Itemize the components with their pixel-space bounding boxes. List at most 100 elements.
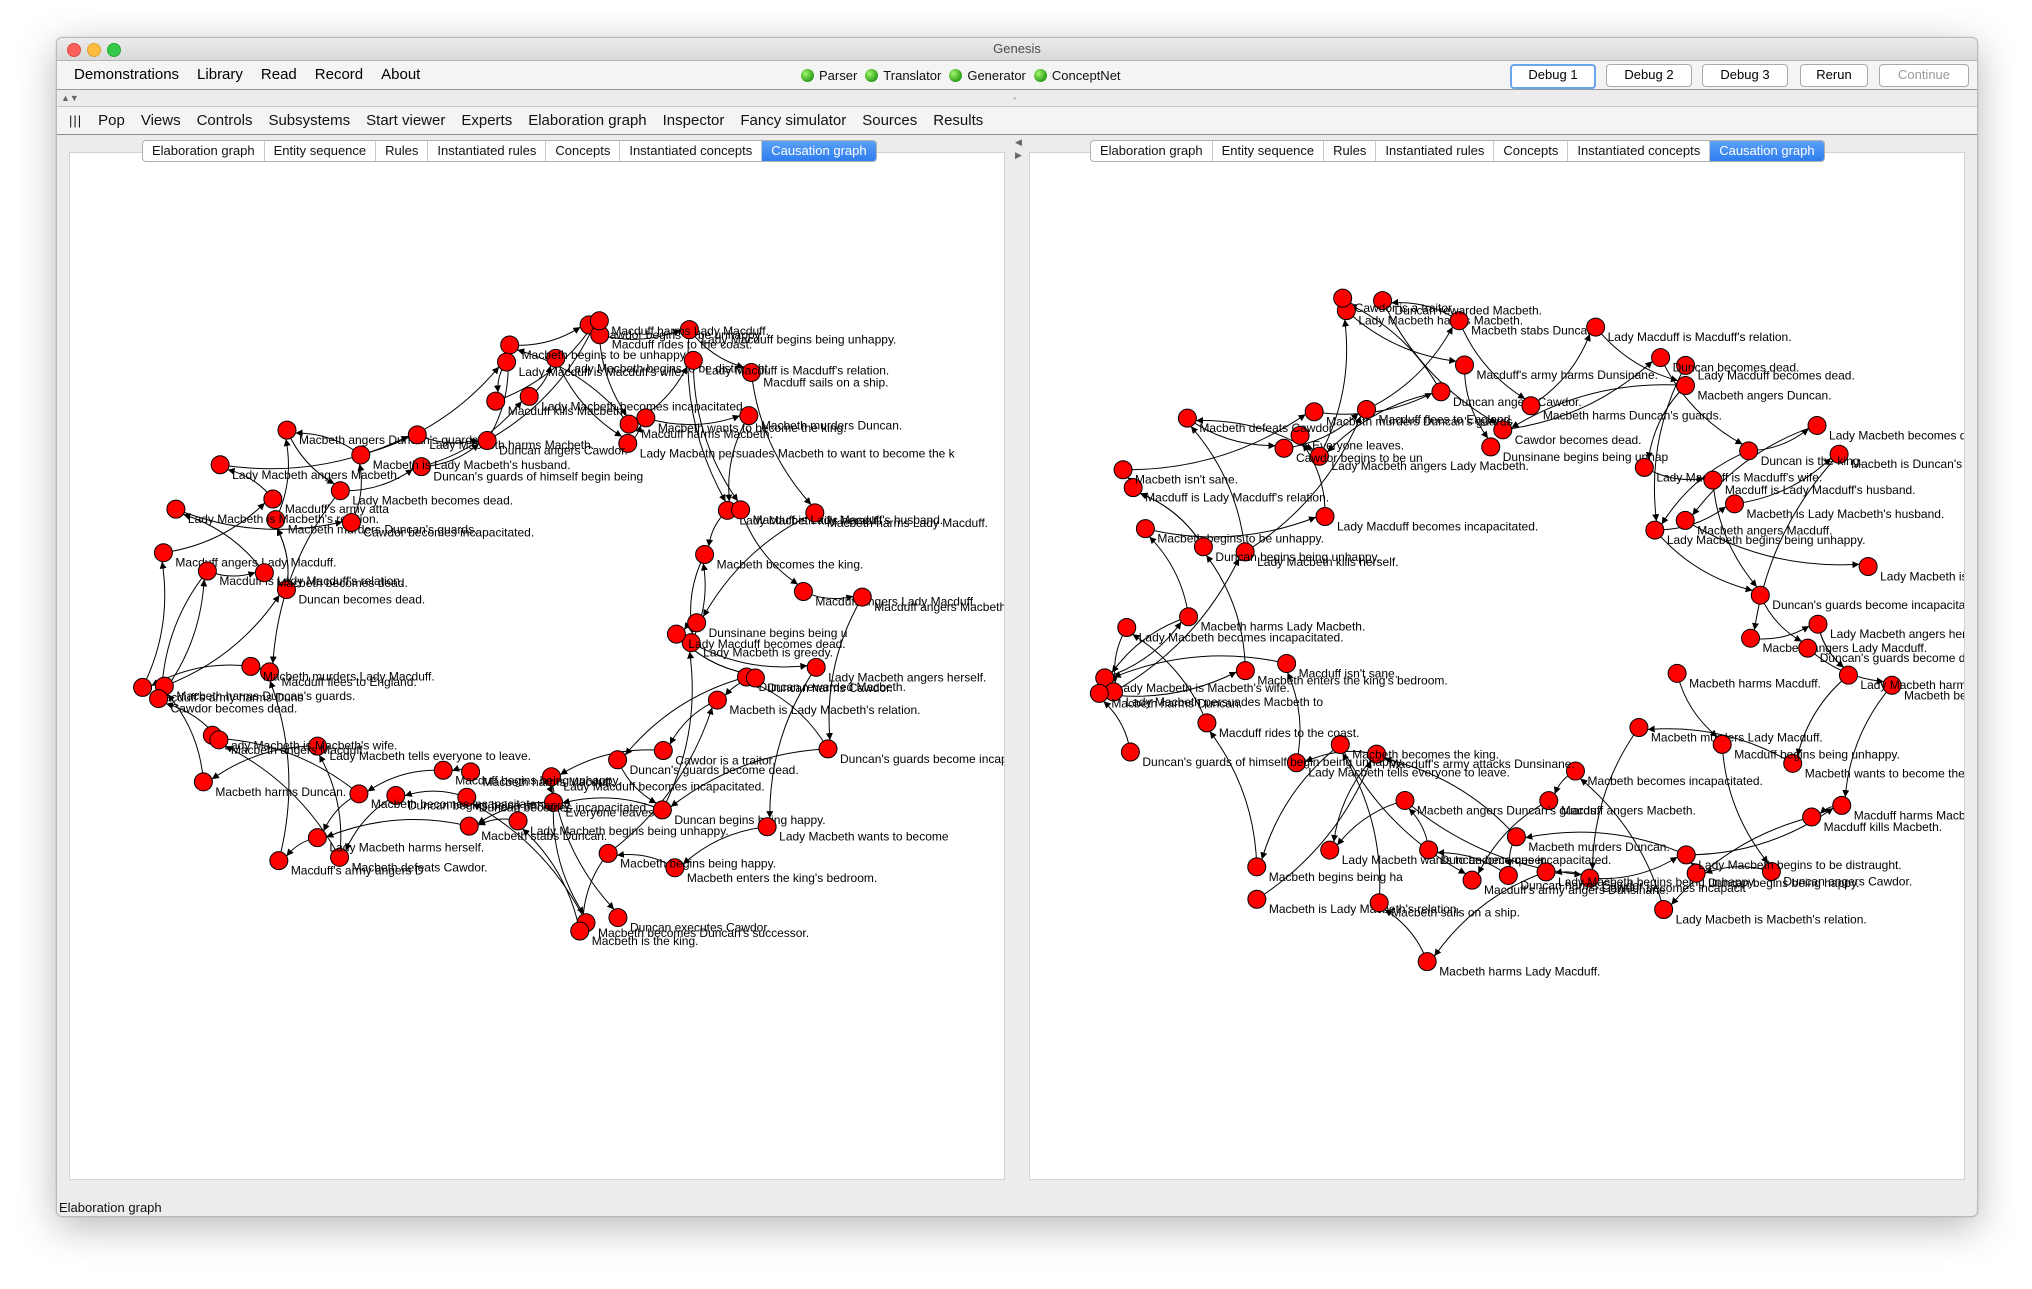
graph-node[interactable] (1369, 893, 1389, 913)
graph-node[interactable] (1247, 889, 1267, 909)
graph-node[interactable] (608, 908, 628, 928)
graph-node[interactable] (1634, 457, 1654, 477)
graph-node[interactable] (731, 500, 751, 520)
menu-demonstrations[interactable]: Demonstrations (74, 66, 180, 83)
graph-node[interactable] (1741, 628, 1761, 648)
toolbar-results[interactable]: Results (933, 112, 984, 129)
graph-node[interactable] (209, 730, 229, 750)
graph-node[interactable] (687, 613, 707, 633)
graph-node[interactable] (1712, 734, 1732, 754)
graph-node[interactable] (1274, 438, 1294, 458)
debug-2-button[interactable]: Debug 2 (1606, 64, 1692, 87)
graph-node[interactable] (1829, 444, 1849, 464)
graph-node[interactable] (411, 457, 431, 477)
graph-node[interactable] (457, 787, 477, 807)
graph-node[interactable] (1286, 753, 1306, 773)
graph-node[interactable] (149, 689, 169, 709)
graph-node[interactable] (1197, 713, 1217, 733)
split-divider[interactable]: ▲▼ ◦ (57, 90, 1977, 107)
left-tab-instantiated-rules[interactable]: Instantiated rules (428, 141, 547, 161)
graph-node[interactable] (793, 582, 813, 602)
graph-node[interactable] (806, 657, 826, 677)
graph-node[interactable] (1838, 665, 1858, 685)
graph-node[interactable] (1676, 845, 1696, 865)
graph-node[interactable] (1120, 742, 1140, 762)
continue-button[interactable]: Continue (1879, 64, 1969, 87)
graph-node[interactable] (1675, 510, 1695, 530)
graph-node[interactable] (1802, 807, 1822, 827)
graph-node[interactable] (1235, 542, 1255, 562)
graph-node[interactable] (544, 792, 564, 812)
graph-node[interactable] (500, 335, 520, 355)
collapse-arrows-icon[interactable]: ▲▼ (61, 93, 79, 103)
divider-handle-icon[interactable]: ◦ (1013, 93, 1017, 103)
toolbar-start-viewer[interactable]: Start viewer (366, 112, 446, 129)
debug-1-button[interactable]: Debug 1 (1510, 64, 1596, 89)
pane-divider-arrows-icon[interactable]: ◀▶ (1015, 137, 1022, 160)
toolbar-sources[interactable]: Sources (862, 112, 918, 129)
graph-node[interactable] (1761, 862, 1781, 882)
graph-node[interactable] (1651, 348, 1671, 368)
graph-node[interactable] (519, 386, 539, 406)
graph-node[interactable] (1193, 537, 1213, 557)
graph-node[interactable] (193, 772, 213, 792)
graph-node[interactable] (666, 624, 686, 644)
rerun-button[interactable]: Rerun (1800, 64, 1868, 87)
graph-node[interactable] (260, 662, 280, 682)
left-tab-causation-graph[interactable]: Causation graph (762, 141, 876, 161)
graph-node[interactable] (1462, 870, 1482, 890)
graph-node[interactable] (745, 668, 765, 688)
left-tab-rules[interactable]: Rules (376, 141, 429, 161)
left-tab-concepts[interactable]: Concepts (546, 141, 621, 161)
graph-node[interactable] (386, 785, 406, 805)
right-tab-entity-sequence[interactable]: Entity sequence (1213, 141, 1325, 161)
graph-node[interactable] (683, 350, 703, 370)
left-graph-canvas[interactable]: Duncan's guards become incapacitated.Dun… (69, 152, 1005, 1180)
graph-node[interactable] (1277, 653, 1297, 673)
graph-node[interactable] (852, 587, 872, 607)
graph-node[interactable] (210, 455, 230, 475)
graph-node[interactable] (266, 510, 286, 530)
graph-node[interactable] (166, 499, 186, 519)
graph-node[interactable] (459, 816, 479, 836)
graph-node[interactable] (1580, 868, 1600, 888)
toolbar-controls[interactable]: Controls (196, 112, 253, 129)
graph-node[interactable] (269, 851, 289, 871)
graph-node[interactable] (254, 563, 274, 583)
graph-node[interactable] (805, 503, 825, 523)
graph-node[interactable] (652, 800, 672, 820)
graph-node[interactable] (653, 741, 673, 761)
graph-node[interactable] (618, 433, 638, 453)
graph-node[interactable] (1539, 791, 1559, 811)
graph-node[interactable] (349, 784, 369, 804)
minimize-window-button[interactable] (87, 43, 101, 57)
graph-node[interactable] (307, 828, 327, 848)
graph-node[interactable] (351, 445, 371, 465)
graph-node[interactable] (1117, 618, 1137, 638)
graph-node[interactable] (241, 656, 261, 676)
graph-node[interactable] (1417, 952, 1437, 972)
graph-node[interactable] (619, 414, 639, 434)
graph-node[interactable] (1858, 556, 1878, 576)
graph-node[interactable] (407, 425, 427, 445)
graph-node[interactable] (608, 750, 628, 770)
toolbar-inspector[interactable]: Inspector (662, 112, 725, 129)
graph-node[interactable] (665, 858, 685, 878)
graph-node[interactable] (636, 408, 656, 428)
graph-node[interactable] (277, 420, 297, 440)
menu-record[interactable]: Record (314, 66, 364, 83)
graph-node[interactable] (1506, 827, 1526, 847)
graph-node[interactable] (461, 762, 481, 782)
graph-node[interactable] (757, 817, 777, 837)
graph-node[interactable] (1798, 638, 1818, 658)
graph-node[interactable] (197, 561, 217, 581)
graph-node[interactable] (1832, 795, 1852, 815)
graph-node[interactable] (1449, 311, 1469, 331)
right-causation-graph[interactable]: Macbeth becomes dead.Macduff harms Macbe… (1030, 153, 1964, 1179)
graph-node[interactable] (1367, 744, 1387, 764)
graph-node[interactable] (330, 481, 350, 501)
graph-node[interactable] (1247, 857, 1267, 877)
graph-node[interactable] (1725, 494, 1745, 514)
graph-node[interactable] (1645, 520, 1665, 540)
right-tab-instantiated-rules[interactable]: Instantiated rules (1376, 141, 1495, 161)
